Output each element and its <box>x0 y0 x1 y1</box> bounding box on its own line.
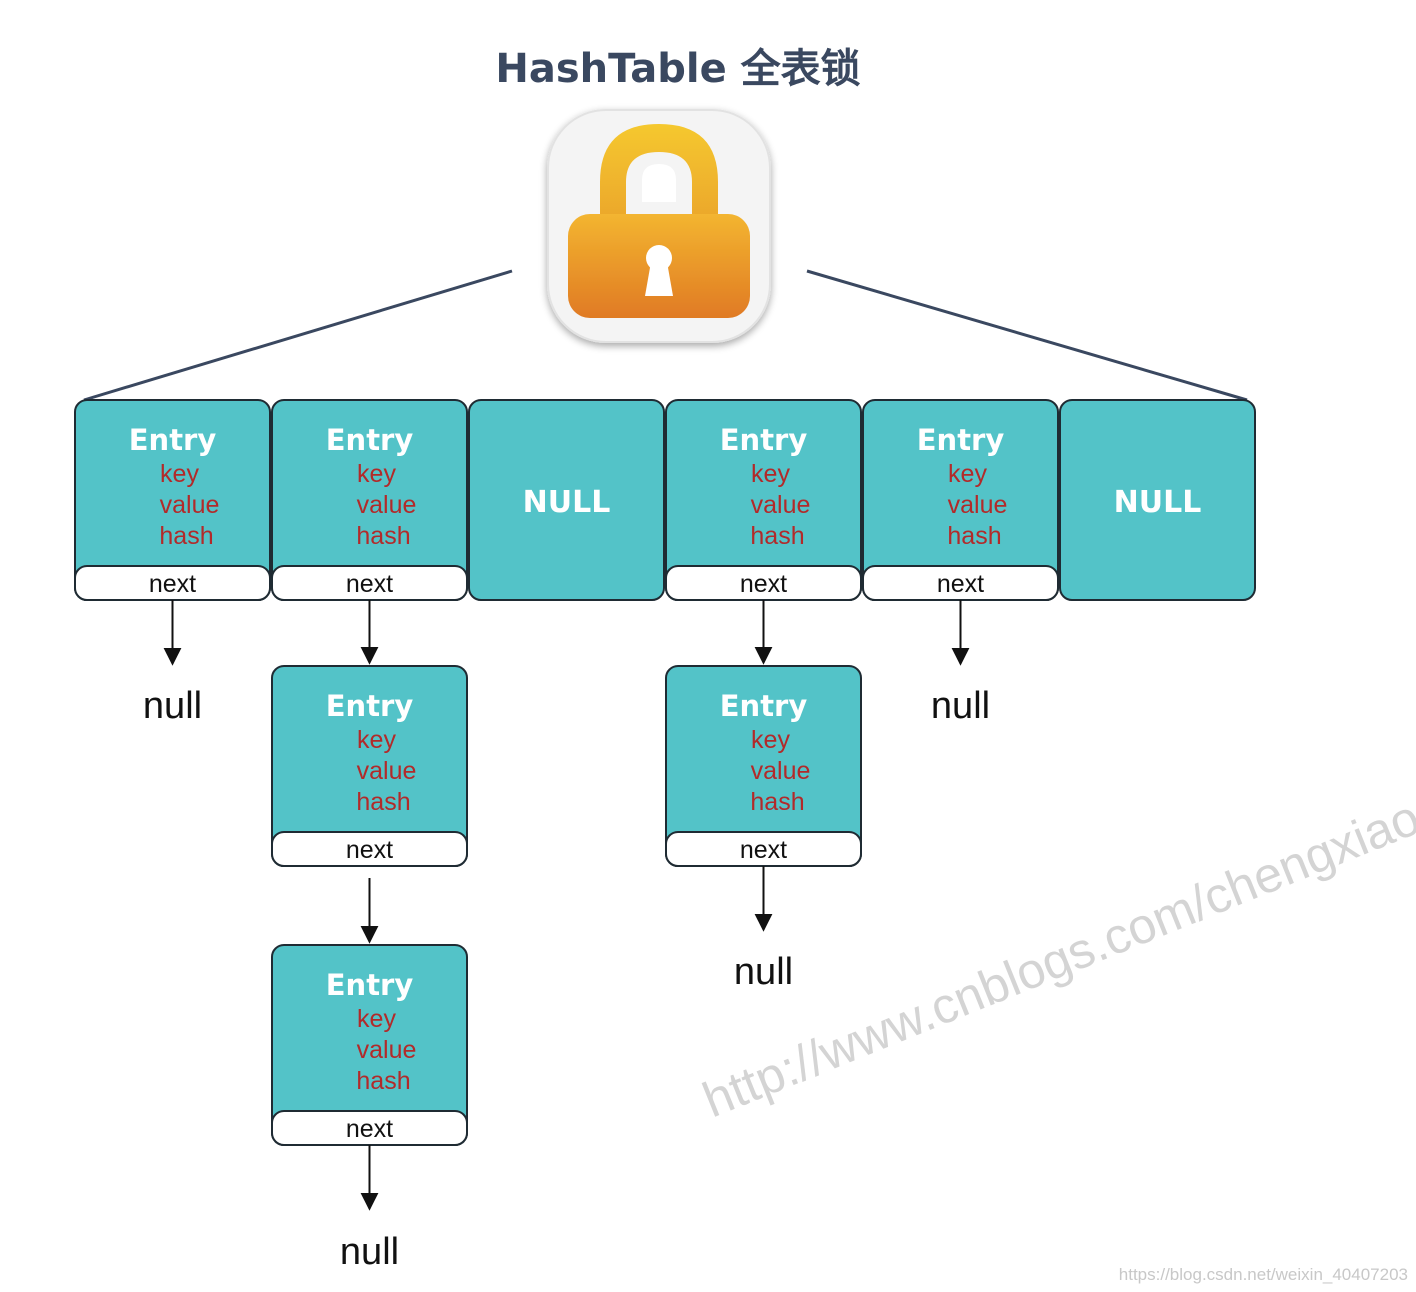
entry-value: value <box>357 1036 417 1064</box>
entry-title: Entry <box>720 423 808 457</box>
bucket-2-null: NULL <box>468 399 665 601</box>
null-chain-3: null <box>734 951 793 993</box>
entry-value: value <box>751 491 811 519</box>
null-chain-1: null <box>340 1231 399 1273</box>
next-label: next <box>346 570 393 598</box>
null-bucket-label: NULL <box>523 485 611 520</box>
entry-key: key <box>357 460 396 488</box>
entry-title: Entry <box>720 689 808 723</box>
entry-value: value <box>357 757 417 785</box>
next-label: next <box>149 570 196 598</box>
entry-hash: hash <box>356 1067 410 1095</box>
chain-1-entry-2: Entry key value hash next <box>271 665 468 867</box>
next-label: next <box>346 836 393 864</box>
null-bucket-label: NULL <box>1114 485 1202 520</box>
entry-title: Entry <box>917 423 1005 457</box>
connector-line-left <box>83 269 513 402</box>
source-url: https://blog.csdn.net/weixin_40407203 <box>1119 1265 1408 1284</box>
next-label: next <box>740 570 787 598</box>
next-label: next <box>937 570 984 598</box>
bucket-1-entry: Entry key value hash next <box>271 399 468 601</box>
entry-key: key <box>160 460 199 488</box>
null-bucket-0: null <box>143 685 202 727</box>
entry-hash: hash <box>356 522 410 550</box>
connector-line-right <box>806 269 1248 402</box>
entry-value: value <box>357 491 417 519</box>
bucket-0-entry: Entry key value hash next <box>74 399 271 601</box>
nodes-layer: EntrykeyvaluehashnextEntrykeyvaluehashne… <box>74 399 1256 1273</box>
entry-hash: hash <box>356 788 410 816</box>
chain-3-entry-2: Entry key value hash next <box>665 665 862 867</box>
next-field <box>271 831 468 867</box>
entry-key: key <box>357 1005 396 1033</box>
bucket-4-entry: Entry key value hash next <box>862 399 1059 601</box>
entry-key: key <box>751 726 790 754</box>
entry-value: value <box>948 491 1008 519</box>
entry-value: value <box>160 491 220 519</box>
entry-title: Entry <box>326 689 414 723</box>
bucket-5-null: NULL <box>1059 399 1256 601</box>
padlock-icon <box>547 109 771 343</box>
entry-key: key <box>357 726 396 754</box>
entry-title: Entry <box>326 968 414 1002</box>
entry-hash: hash <box>750 522 804 550</box>
next-label: next <box>740 836 787 864</box>
null-bucket-4: null <box>931 685 990 727</box>
page-title: HashTable 全表锁 <box>495 46 860 92</box>
entry-hash: hash <box>159 522 213 550</box>
entry-hash: hash <box>947 522 1001 550</box>
entry-value: value <box>751 757 811 785</box>
entry-title: Entry <box>326 423 414 457</box>
entry-title: Entry <box>129 423 217 457</box>
entry-hash: hash <box>750 788 804 816</box>
entry-key: key <box>751 460 790 488</box>
bucket-3-entry: Entry key value hash next <box>665 399 862 601</box>
entry-key: key <box>948 460 987 488</box>
next-label: next <box>346 1115 393 1143</box>
chain-1-entry-3: Entry key value hash next <box>271 944 468 1146</box>
